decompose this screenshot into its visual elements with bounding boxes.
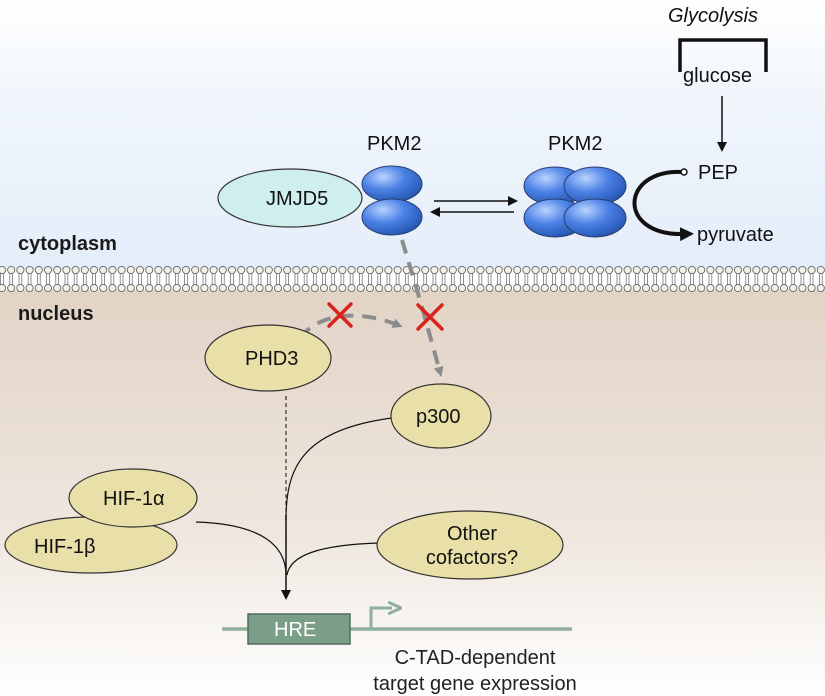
pyruvate-label: pyruvate bbox=[697, 224, 774, 246]
red-x-icon bbox=[327, 302, 353, 328]
caption-line2: target gene expression bbox=[373, 673, 576, 695]
pkm2-dimer-label: PKM2 bbox=[367, 133, 421, 155]
glucose-label: glucose bbox=[683, 65, 752, 87]
other-cofactors-line2: cofactors? bbox=[426, 547, 518, 569]
phd3-label: PHD3 bbox=[245, 348, 298, 370]
nucleus-label: nucleus bbox=[18, 303, 94, 325]
pep-label: PEP bbox=[698, 162, 738, 184]
pep-to-pyruvate-arrow bbox=[632, 169, 694, 242]
jmjd5-node bbox=[217, 168, 363, 228]
glycolysis-label: Glycolysis bbox=[668, 5, 758, 27]
p300-node bbox=[390, 383, 492, 449]
other-cofactors-node bbox=[376, 510, 564, 580]
pkm2-dimer-icon bbox=[361, 165, 423, 236]
hif1b-label: HIF-1β bbox=[34, 536, 96, 558]
other-cofactors-line1: Other bbox=[447, 523, 497, 545]
hif1a-link bbox=[195, 521, 287, 576]
hre-element bbox=[247, 613, 351, 645]
hre-label: HRE bbox=[274, 619, 316, 641]
hif1a-label: HIF-1α bbox=[103, 488, 165, 510]
membrane-bilayer bbox=[0, 265, 825, 293]
p300-label: p300 bbox=[416, 406, 461, 428]
bent-arrow-icon bbox=[369, 608, 392, 628]
pkm2-tetramer-label: PKM2 bbox=[548, 133, 602, 155]
red-x-icon bbox=[416, 303, 444, 331]
glycolysis-bracket bbox=[678, 38, 768, 72]
hif1a-node bbox=[68, 468, 198, 528]
pep-arrow-tail-icon bbox=[680, 168, 688, 176]
phd3-node bbox=[204, 324, 332, 392]
cofactors-link bbox=[286, 542, 379, 576]
cytoplasm-label: cytoplasm bbox=[18, 233, 117, 255]
jmjd5-label: JMJD5 bbox=[266, 188, 328, 210]
p300-link bbox=[285, 417, 393, 521]
caption-line1: C-TAD-dependent bbox=[395, 647, 556, 669]
pkm2-tetramer-icon bbox=[523, 166, 627, 238]
